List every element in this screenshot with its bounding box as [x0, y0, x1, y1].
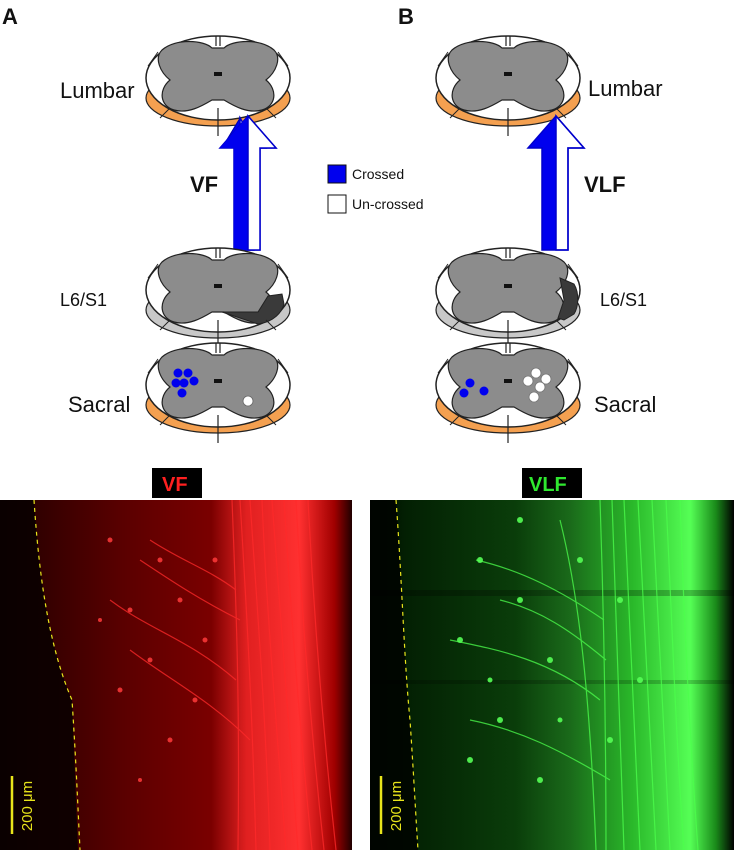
scale-label-vlf: 200 μm [388, 781, 405, 831]
cord-l6s1-b [435, 247, 581, 349]
legend-swatch-uncrossed [327, 194, 347, 214]
micrograph-title-vlf: VLF [529, 474, 567, 496]
scale-label-vf: 200 μm [19, 781, 36, 831]
pia-boundary-vlf [395, 499, 419, 850]
cord-l6s1-a [145, 247, 291, 349]
micrograph-title-bg-vf [152, 468, 202, 498]
pia-boundary-vf [33, 499, 81, 850]
level-label-sacral-b: Sacral [594, 392, 656, 417]
cord-sacral-b [435, 342, 581, 444]
cord-sacral-a [145, 342, 291, 444]
crossed-neurons-b [459, 378, 489, 398]
legend-swatch-crossed [327, 164, 347, 184]
level-label-l6s1-a: L6/S1 [60, 290, 107, 310]
legend: Crossed Un-crossed [327, 164, 424, 214]
level-label-sacral-a: Sacral [68, 392, 130, 417]
arrow-vlf [526, 114, 586, 251]
crossed-neurons-a [171, 368, 199, 398]
micrograph-title-bg-vlf [522, 468, 582, 498]
level-label-lumbar-b: Lumbar [588, 76, 663, 101]
legend-label-crossed: Crossed [352, 166, 404, 182]
legend-label-uncrossed: Un-crossed [352, 196, 424, 212]
micrograph-vf: 200 μm [0, 499, 352, 850]
projection-area-vlf [557, 277, 579, 321]
panel-letter-a: A [2, 4, 18, 29]
cord-lumbar-a [145, 35, 291, 137]
micrograph-title-vf: VF [162, 474, 188, 496]
projection-area-vf [221, 293, 285, 325]
tract-label-vlf: VLF [584, 172, 626, 197]
uncrossed-neurons-b [522, 367, 552, 403]
tract-label-vf: VF [190, 172, 218, 197]
panel-letter-b: B [398, 4, 414, 29]
uncrossed-neuron-a [242, 395, 254, 407]
micrograph-vlf: 200 μm [370, 499, 734, 850]
cord-lumbar-b [435, 35, 581, 137]
arrow-vf [218, 114, 278, 251]
level-label-lumbar-a: Lumbar [60, 78, 135, 103]
level-label-l6s1-b: L6/S1 [600, 290, 647, 310]
